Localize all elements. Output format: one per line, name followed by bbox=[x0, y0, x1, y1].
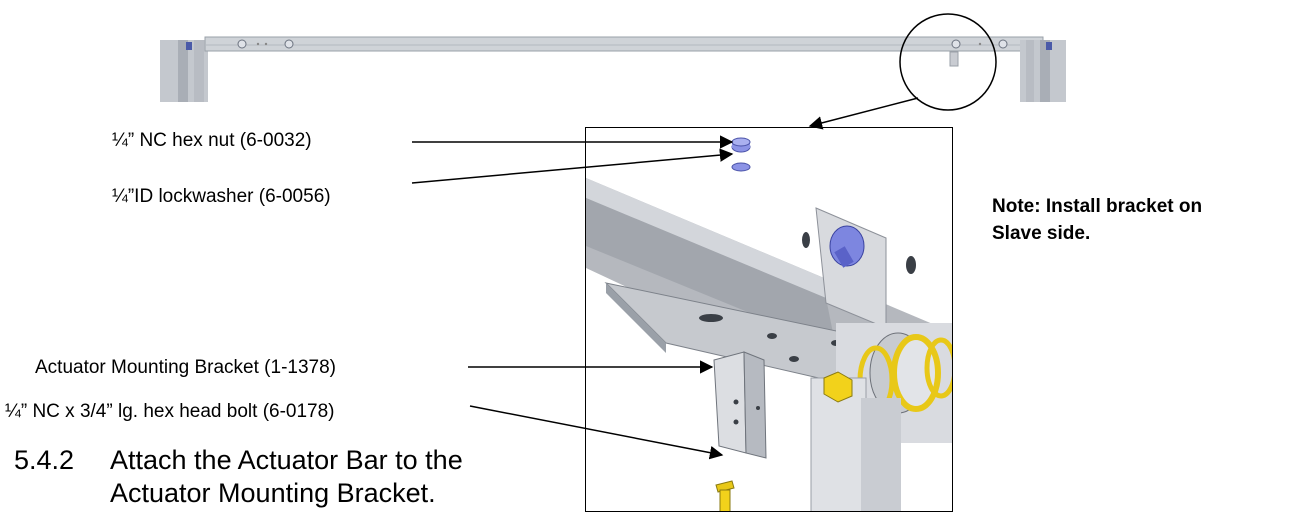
note-line-2: Slave side. bbox=[992, 223, 1091, 244]
detail-illustration bbox=[586, 137, 952, 511]
lockwasher-label: ¼”ID lockwasher (6-0056) bbox=[112, 186, 331, 207]
step-line-1: Attach the Actuator Bar to the bbox=[110, 445, 463, 475]
bracket-label: Actuator Mounting Bracket (1-1378) bbox=[35, 357, 336, 378]
hex-nut-part bbox=[731, 137, 751, 153]
overview-frame-illustration bbox=[160, 13, 1066, 111]
actuator-bracket-part bbox=[713, 351, 767, 459]
install-note: Note: Install bracket on Slave side. bbox=[992, 193, 1202, 247]
hex-nut-label: ¼” NC hex nut (6-0032) bbox=[112, 130, 312, 151]
right-upright bbox=[1020, 40, 1066, 102]
detail-arrow bbox=[808, 97, 919, 130]
detail-circle bbox=[899, 13, 997, 111]
lockwasher-leader bbox=[411, 148, 734, 184]
left-upright bbox=[160, 40, 208, 102]
hex-head-bolt-part bbox=[715, 480, 735, 511]
bolt-leader bbox=[469, 405, 724, 460]
yellow-hex-bolt bbox=[823, 371, 853, 403]
blue-bolt bbox=[829, 225, 865, 268]
step-line-2: Actuator Mounting Bracket. bbox=[110, 478, 436, 508]
bolt-label: ¼” NC x 3/4” lg. hex head bolt (6-0178) bbox=[5, 401, 335, 422]
step-number: 5.4.2 bbox=[14, 445, 75, 475]
lockwasher-part bbox=[731, 162, 751, 172]
step-instruction: 5.4.2 Attach the Actuator Bar to the Actu… bbox=[14, 444, 463, 510]
note-line-1: Note: Install bracket on bbox=[992, 196, 1203, 217]
detail-view bbox=[585, 127, 953, 512]
